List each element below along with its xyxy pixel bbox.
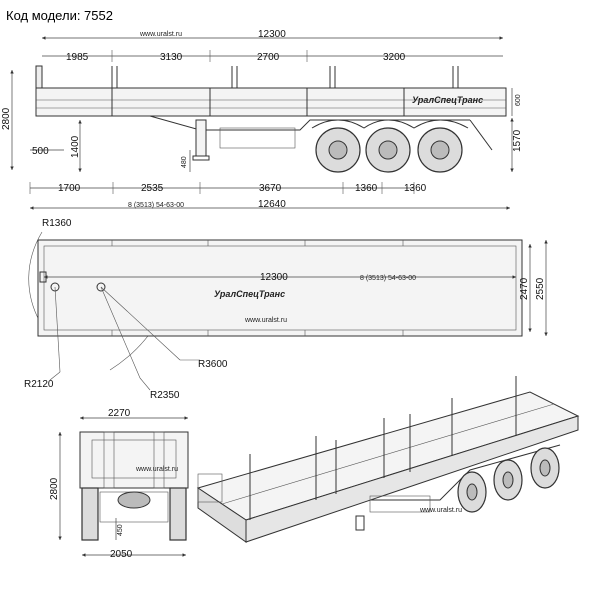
- r-3600: R3600: [198, 359, 228, 370]
- top-brand: УралСпецТранс: [214, 289, 285, 299]
- dim-seg-4: 3200: [383, 52, 406, 63]
- rear-bottom-clear: 450: [117, 524, 124, 536]
- dim-bot-3: 3670: [259, 183, 282, 194]
- r-2350: R2350: [150, 390, 180, 401]
- r-2120: R2120: [24, 379, 54, 390]
- dim-seg-3: 2700: [257, 52, 280, 63]
- top-width-outer: 2550: [535, 277, 546, 300]
- r-front: R1360: [42, 218, 72, 229]
- dim-height-left: 2800: [1, 107, 12, 130]
- side-url: www.uralst.ru: [139, 31, 182, 38]
- dim-deck-height: 1570: [512, 129, 523, 152]
- dim-bot-2: 2535: [141, 183, 164, 194]
- top-view: R1360 12300 8 (3513) 54-63-00 УралСпецТр…: [24, 218, 548, 401]
- rear-width-top: 2270: [108, 408, 131, 419]
- dim-overall-bottom: 12640: [258, 199, 286, 210]
- dim-bot-5: 1360: [404, 183, 427, 194]
- side-brand: УралСпецТранс: [412, 95, 483, 105]
- dim-front-offset: 500: [32, 146, 49, 157]
- dim-bot-4: 1360: [355, 183, 378, 194]
- dim-seg-1: 1985: [66, 52, 89, 63]
- rear-view: 2270 2800 www.uralst.ru 450 2050: [49, 408, 189, 560]
- dim-leg-bottom: 480: [181, 156, 188, 168]
- dim-bot-1: 1700: [58, 183, 81, 194]
- rear-url: www.uralst.ru: [135, 466, 178, 473]
- side-view: www.uralst.ru 12300 1985 3130 2700 3200 …: [1, 29, 523, 210]
- rear-width-bottom: 2050: [110, 549, 133, 560]
- side-phone: 8 (3513) 54-63-00: [128, 202, 184, 209]
- top-phone: 8 (3513) 54-63-00: [360, 275, 416, 282]
- iso-view: www.uralst.ru: [196, 376, 580, 543]
- dim-side-board: 600: [515, 94, 522, 106]
- dim-seg-2: 3130: [160, 52, 183, 63]
- rear-height: 2800: [49, 477, 60, 500]
- dim-overall-top: 12300: [258, 29, 286, 40]
- top-width-inner: 2470: [519, 277, 530, 300]
- iso-url: www.uralst.ru: [419, 507, 462, 514]
- model-code: Код модели: 7552: [6, 8, 113, 23]
- top-url: www.uralst.ru: [244, 317, 287, 324]
- dim-leg-height: 1400: [70, 135, 81, 158]
- top-length: 12300: [260, 272, 288, 283]
